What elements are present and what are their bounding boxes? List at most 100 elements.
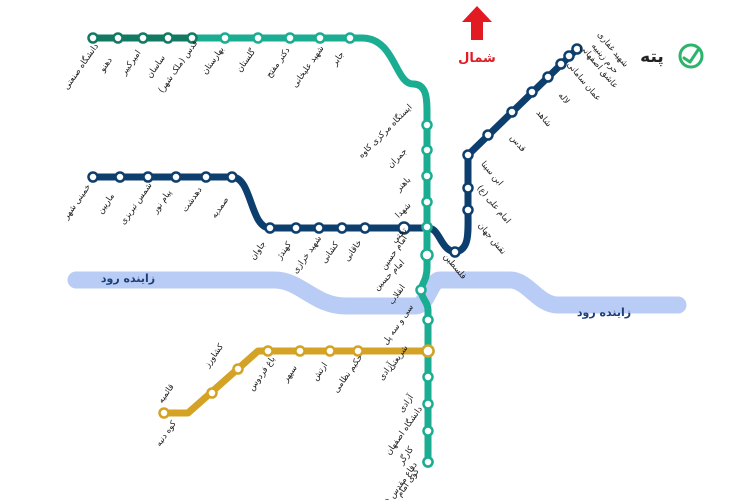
line-3-stations (158, 344, 435, 419)
river-label-west: زاینده رود (101, 272, 155, 285)
line-1-station-label: قدس (ملک شهر) (157, 39, 201, 95)
line-3-station-dot[interactable] (421, 344, 435, 358)
line-3-station-label: حکیم نظامی (332, 353, 366, 395)
line-2-station-dot[interactable] (462, 182, 474, 194)
line-2-station-dot[interactable] (200, 171, 212, 183)
line-1-station-label: ساسان (145, 53, 168, 80)
line-2-station-label: نقش جهان (475, 221, 507, 257)
line-1-station-label: شهدا (394, 201, 414, 221)
line-2-station-dot[interactable] (226, 171, 238, 183)
line-3-station-label: ارتش (311, 361, 330, 383)
leaf-logo-icon (678, 43, 704, 69)
line-2-station-dot[interactable] (506, 106, 518, 118)
line-2-station-label: خاقانی (342, 238, 364, 263)
line-1-station-dot[interactable] (137, 32, 149, 44)
line-1-station-dot[interactable] (421, 170, 433, 182)
line-3-station-dot[interactable] (206, 387, 218, 399)
line-1-station-dot[interactable] (422, 314, 434, 326)
line-2-station-dot[interactable] (563, 50, 575, 62)
line-2-station-dot[interactable] (359, 222, 371, 234)
line-2-station-label: صمدیه (210, 195, 232, 220)
line-2-station-dot[interactable] (542, 71, 554, 83)
line-1-station-dot[interactable] (186, 32, 198, 44)
line-3-station-label: کشاورز (202, 341, 227, 370)
line-3-station-label: قائمیه (156, 382, 176, 405)
line-1-station-label: گلستان (234, 46, 258, 74)
line-2-station-label: پیام نور (150, 188, 174, 217)
line-1-station-label: جابر (329, 50, 346, 69)
river-label-east: زاینده رود (577, 306, 631, 319)
line-1-station-label: شهید علیخانی (290, 44, 326, 90)
line-1-station-dot[interactable] (314, 32, 326, 44)
line-1-station-label: دانشگاه صنعتی (61, 41, 101, 92)
line-2-station-dot[interactable] (87, 171, 99, 183)
line-1-station-dot[interactable] (421, 221, 433, 233)
river-path (67, 271, 687, 315)
line-1-station-dot[interactable] (112, 32, 124, 44)
line-2-station-label: شاهد (534, 108, 554, 129)
line-2-station-dot[interactable] (526, 86, 538, 98)
line-3-track (160, 347, 432, 417)
line-2-station-dot[interactable] (571, 43, 583, 55)
line-2-station-label: شهید خرازی (291, 234, 324, 276)
line-2-station-dot[interactable] (142, 171, 154, 183)
line-3-station-dot[interactable] (352, 345, 364, 357)
brand-name: پته (640, 47, 664, 67)
line-2-station-label: کهندژ (274, 239, 294, 262)
line-1-station-label: جمران (386, 147, 410, 171)
line-1-station-dot[interactable] (284, 32, 296, 44)
line-2-station-dot[interactable] (170, 171, 182, 183)
line-1-station-dot[interactable] (421, 196, 433, 208)
line-1-track (89, 34, 432, 466)
line-2-station-label: جاوان (248, 240, 268, 263)
line-3-station-dot[interactable] (158, 407, 170, 419)
line-3-station-label: سپهر (280, 363, 299, 385)
line-1-station-dot[interactable] (87, 32, 99, 44)
line-2-stations (87, 43, 583, 258)
line-2-station-dot[interactable] (336, 222, 348, 234)
line-2-station-label: امام علی (ع) (475, 184, 513, 226)
line-1-station-dot[interactable] (415, 284, 427, 296)
line-1-station-dot[interactable] (420, 248, 434, 262)
line-1-station-dot[interactable] (422, 398, 434, 410)
line-2-station-dot[interactable] (462, 149, 474, 161)
line-2-track (89, 45, 581, 256)
line-1-station-dot[interactable] (422, 425, 434, 437)
line-1-station-dot[interactable] (252, 32, 264, 44)
line-2-station-label: خمینی شهر (61, 182, 93, 222)
line-3-station-dot[interactable] (232, 363, 244, 375)
line-1-station-label: دکتر مفتح (264, 46, 292, 80)
line-2-station-dot[interactable] (397, 221, 411, 235)
line-2-station-label: قدس (508, 133, 528, 154)
north-arrow-icon (462, 6, 492, 40)
line-1-station-dot[interactable] (219, 32, 231, 44)
line-1-station-dot[interactable] (162, 32, 174, 44)
line-2-station-dot[interactable] (114, 171, 126, 183)
line-2-station-dot[interactable] (290, 222, 302, 234)
line-2-station-dot[interactable] (264, 222, 276, 234)
line-2-station-label: شمس تبریزی (118, 181, 154, 227)
line-3-station-label: کوه دنبه (154, 418, 179, 448)
line-2-station-dot[interactable] (482, 129, 494, 141)
line-3-station-dot[interactable] (262, 345, 274, 357)
north-label: شمال (458, 51, 496, 66)
line-1-station-dot[interactable] (344, 32, 356, 44)
line-3-station-dot[interactable] (324, 345, 336, 357)
line-1-station-label: باهنر (393, 175, 413, 195)
line-1-station-dot[interactable] (422, 456, 434, 468)
line-1-station-label: امیرکبیر (119, 48, 144, 78)
line-2-station-dot[interactable] (313, 222, 325, 234)
line-1-station-dot[interactable] (422, 371, 434, 383)
line-2-station-dot[interactable] (555, 58, 567, 70)
line-1-station-dot[interactable] (421, 119, 433, 131)
line-2-station-dot[interactable] (449, 246, 461, 258)
line-2-station-label: دهدشت (180, 185, 204, 214)
line-2-station-dot[interactable] (462, 204, 474, 216)
line-1-station-dot[interactable] (421, 144, 433, 156)
line-2-station-label: مارپین (96, 192, 117, 216)
line-3-station-dot[interactable] (294, 345, 306, 357)
line-2-station-label: کشانی (319, 240, 341, 266)
line-1-station-label: بهارستان (200, 45, 226, 77)
